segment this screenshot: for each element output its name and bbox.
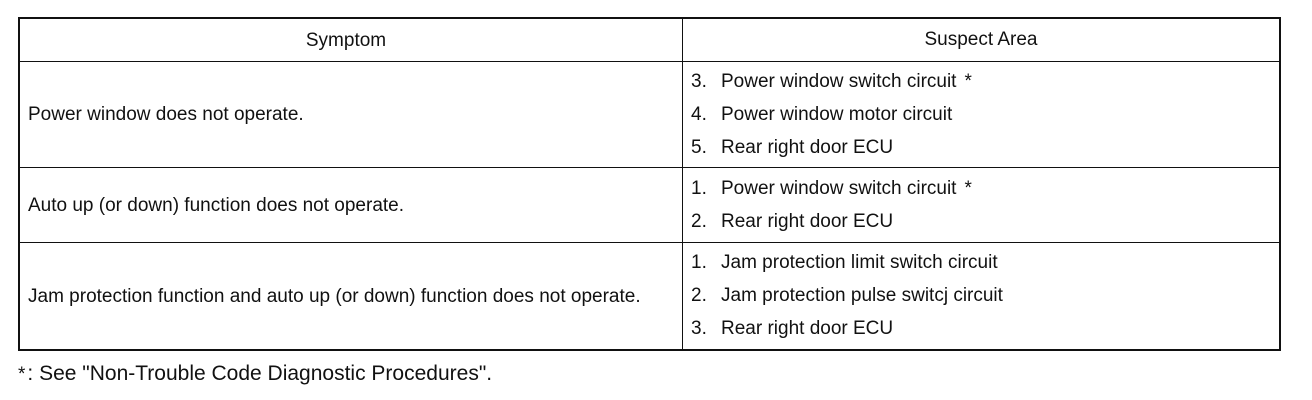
item-text: Jam protection pulse switcj circuit — [721, 285, 1003, 306]
item-number: 3. — [691, 70, 707, 92]
suspect-item: 4. Power window motor circuit — [691, 98, 1279, 131]
column-header-suspect-area: Suspect Area — [924, 29, 1038, 50]
suspect-area-cell: 3. Power window switch circuit * 4. Powe… — [683, 62, 1279, 167]
asterisk-icon: * — [18, 364, 26, 385]
suspect-item: 1. Jam protection limit switch circuit — [691, 247, 1279, 280]
diagnostic-table: Symptom Suspect Area Power window does n… — [18, 17, 1281, 351]
item-text: Power window switch circuit — [721, 70, 957, 92]
table-row: Auto up (or down) function does not oper… — [20, 168, 1279, 243]
item-text: Jam protection limit switch circuit — [721, 252, 998, 273]
suspect-item: 5. Rear right door ECU — [691, 131, 1279, 164]
footnote-text: : See "Non-Trouble Code Diagnostic Proce… — [27, 362, 493, 385]
table-row: Power window does not operate. 3. Power … — [20, 62, 1279, 168]
suspect-item: 1. Power window switch circuit * — [691, 172, 1279, 205]
item-number: 2. — [691, 285, 707, 306]
item-text: Rear right door ECU — [721, 136, 894, 158]
item-number: 1. — [691, 252, 707, 273]
footnote: *: See "Non-Trouble Code Diagnostic Proc… — [18, 362, 492, 386]
column-header-symptom: Symptom — [20, 19, 683, 61]
suspect-item: 3. Power window switch circuit * — [691, 65, 1279, 98]
item-number: 1. — [691, 177, 707, 199]
item-text: Rear right door ECU — [721, 318, 894, 339]
suspect-item: 2. Jam protection pulse switcj circuit — [691, 280, 1279, 313]
symptom-cell: Auto up (or down) function does not oper… — [20, 168, 683, 242]
symptom-cell: Jam protection function and auto up (or … — [20, 243, 683, 349]
asterisk-icon: * — [964, 177, 972, 199]
item-number: 2. — [691, 210, 707, 232]
item-text: Power window motor circuit — [721, 103, 953, 125]
suspect-item: 3. Rear right door ECU — [691, 313, 1279, 346]
item-number: 5. — [691, 136, 707, 158]
suspect-area-cell: 1. Jam protection limit switch circuit 2… — [683, 243, 1279, 349]
symptom-cell: Power window does not operate. — [20, 62, 683, 167]
suspect-item: 2. Rear right door ECU — [691, 205, 1279, 238]
item-number: 3. — [691, 318, 707, 339]
item-number: 4. — [691, 103, 707, 125]
item-text: Rear right door ECU — [721, 210, 894, 232]
table-row: Jam protection function and auto up (or … — [20, 243, 1279, 349]
asterisk-icon: * — [964, 70, 972, 92]
suspect-area-cell: 1. Power window switch circuit * 2. Rear… — [683, 168, 1279, 242]
table-header-row: Symptom Suspect Area — [20, 19, 1279, 62]
item-text: Power window switch circuit — [721, 177, 957, 199]
